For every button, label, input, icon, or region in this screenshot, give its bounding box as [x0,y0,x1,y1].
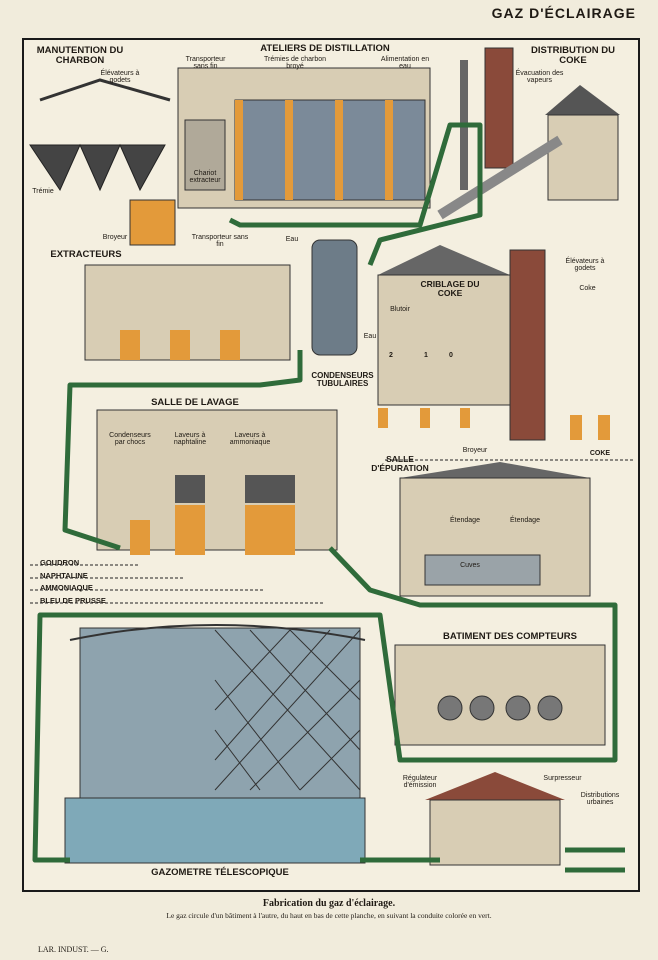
condenser-tank [311,239,358,356]
label-eau-1: Eau [285,236,299,243]
output-bleu-de-prusse: BLEU DE PRUSSE [40,596,106,605]
label-blutoir: Blutoir [390,306,410,313]
regulateur-building [429,799,561,866]
label-evacuation: Évacuation des vapeurs [515,70,564,85]
label-surpresseur: Surpresseur [543,775,582,782]
label-laveurs-ammoniaque: Laveurs à ammoniaque [229,432,271,447]
label-regulateur: Régulateur d'émission [402,775,438,790]
output-goudron: GOUDRON [40,558,80,567]
label-manutention: MANUTENTION DU CHARBON [36,45,124,66]
coal-hoppers [29,143,166,192]
caption-title: Fabrication du gaz d'éclairage. [262,898,396,909]
label-distillation: ATELIERS DE DISTILLATION [260,43,390,54]
label-cuves: Cuves [460,562,480,569]
label-broyeur-2: Broyeur [462,447,488,454]
output-naphtaline: NAPHTALINE [40,571,88,580]
label-broyeur-1: Broyeur [102,234,128,241]
label-tremie: Trémie [32,188,54,195]
label-etendage-2: Étendage [510,517,540,524]
label-tremies: Trémies de charbon broyé [264,56,326,71]
label-extracteurs: EXTRACTEURS [50,249,122,260]
label-size-0: 0 [449,352,453,359]
coke-distribution-building [547,114,619,201]
label-elevateurs-1: Élévateurs à godets [100,70,140,85]
label-transporteur-1: Transporteur sans fin [185,56,226,71]
label-eau-2: Eau [363,333,377,340]
caption-text: Le gaz circule d'un bâtiment à l'autre, … [166,911,492,920]
footer: LAR. INDUST. — G. [38,945,109,954]
chariot-extracteur [184,119,226,191]
label-criblage: CRIBLAGE DU COKE [420,279,480,298]
chimney [484,47,514,169]
output-ammoniaque: AMMONIAQUE [40,583,93,592]
label-epuration: SALLE D'ÉPURATION [371,454,429,473]
label-lavage: SALLE DE LAVAGE [151,397,239,408]
label-chariot: Chariot extracteur [189,170,221,185]
label-coke-2: COKE [589,450,611,457]
gazometer-bell [79,627,361,799]
label-gazometre: GAZOMETRE TÉLESCOPIQUE [151,867,289,878]
label-size-2: 2 [389,352,393,359]
label-transporteur-2: Transporteur sans fin [191,234,249,249]
label-compteurs: BATIMENT DES COMPTEURS [443,631,577,642]
label-condenseurs-chocs: Condenseurs par chocs [109,432,151,447]
label-laveurs-naphtaline: Laveurs à naphtaline [173,432,207,447]
label-etendage-1: Étendage [450,517,480,524]
label-distribution-coke: DISTRIBUTION DU COKE [531,45,615,66]
plate-title: GAZ D'ÉCLAIRAGE [491,5,636,21]
label-condenseurs: CONDENSEURS TUBULAIRES [311,371,374,389]
compteurs-building [394,644,606,746]
gazometer-water-tank [64,797,366,864]
label-alimentation: Alimentation en eau [380,56,430,71]
gas-pipe [32,122,625,873]
label-distributions: Distributions urbaines [580,792,620,807]
label-coke-1: Coke [579,285,596,292]
label-size-1: 1 [424,352,428,359]
label-elevateurs-2: Élévateurs à godets [565,258,605,273]
